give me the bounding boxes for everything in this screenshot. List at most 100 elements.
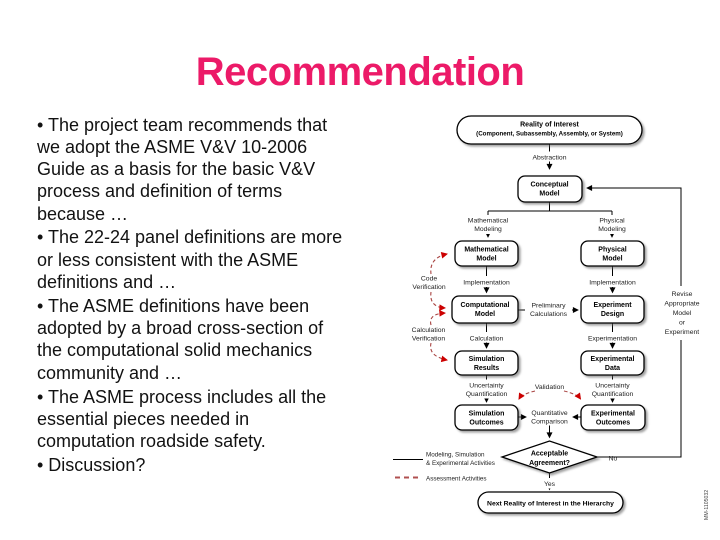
bullet-line: essential pieces needed in [37,408,250,429]
reality-of-interest-sublabel: (Component, Subassembly, Assembly, or Sy… [476,131,623,138]
bullet-line: we adopt the ASME V&V 10-2006 [37,136,308,157]
experimental-data-node [580,350,645,376]
label-bg [586,332,639,343]
conceptual-model-label: Model [539,191,559,198]
label-bg [466,332,507,343]
bullet-line: community and … [37,362,183,383]
bullet-line: • The ASME definitions have been [37,295,310,316]
experiment-design-label: Experiment [593,302,632,309]
reality-of-interest-label: Reality of Interest [520,122,579,129]
bullet-line: computation roadside safety. [37,431,266,452]
physical-model-node [580,240,645,267]
edge-no-loop-lower [595,340,682,458]
decision-label: Agreement? [529,460,570,467]
experimental-data-label: Experimental [591,356,635,363]
calculation-verification-label: Verification [412,336,445,343]
implementation-label: Implementation [463,280,510,287]
abstraction-label: Abstraction [532,155,566,162]
arc-validation-left [518,390,536,400]
computational-model-label: Model [475,311,495,318]
experiment-design-label: Design [601,311,624,318]
simulation-results-label: Results [474,365,499,372]
physical-modeling-label: Physical [599,218,625,225]
mathematical-model-label: Mathematical [464,247,508,254]
experimental-outcomes-label: Experimental [591,411,635,418]
legend-solid-label: & Experimental Activities [426,460,495,467]
bullet-line: or less consistent with the ASME [37,249,299,270]
mathematical-modeling-label: Modeling [474,226,502,233]
bullet-line: adopted by a broad cross-section of [37,318,324,339]
edge-branch [488,202,612,212]
simulation-results-node [454,350,519,376]
physical-model-label: Physical [598,247,626,254]
conceptual-model-label: Conceptual [530,182,568,189]
quantitative-comparison-label: Comparison [531,419,568,426]
page-title: Recommendation [195,50,525,94]
label-bg [531,151,568,162]
label-bg [525,300,572,318]
simulation-outcomes-label: Simulation [469,411,505,418]
revise-label: Appropriate [664,301,699,308]
arc-validation-right [563,390,582,400]
code-verification-label: Code [421,276,437,283]
simulation-outcomes-label: Outcomes [469,420,503,427]
experimentation-label: Experimentation [588,336,637,343]
mathematical-model-label: Model [476,256,496,263]
simulation-results-label: Simulation [469,356,505,363]
implementation-label: Implementation [589,280,636,287]
figure-id-watermark: MM-1105032 [704,490,710,520]
legend-dashed-label: Assessment Activities [426,476,487,483]
next-reality-label: Next Reality of Interest in the Hierarch… [487,501,614,508]
uncertainty-quantification-label: Quantification [592,391,634,398]
label-bg [590,215,634,234]
arc-code-verification-top [430,251,448,275]
bullet-line: because … [37,203,129,224]
uncertainty-quantification-label: Uncertainty [469,383,504,390]
revise-label: Experiment [665,329,699,336]
conceptual-model-node [517,175,583,203]
label-bg [588,276,637,287]
bullet-line: • The 22-24 panel definitions are more [37,227,343,248]
code-verification-label: Verification [412,284,445,291]
bullet-line: • Discussion? [37,454,146,475]
physical-modeling-label: Modeling [598,226,626,233]
preliminary-calculations-label: Preliminary [532,303,567,310]
arc-code-verification-bottom [430,291,446,311]
experiment-design-node [580,295,645,324]
acceptable-agreement-decision [499,440,600,474]
experimental-outcomes-node [580,404,646,431]
uncertainty-quantification-label: Quantification [466,391,508,398]
revise-label: or [679,320,686,327]
revise-label: Model [673,310,692,317]
uncertainty-quantification-label: Uncertainty [595,383,630,390]
bullet-list: • The project team recommends that we ad… [37,112,407,478]
bullet-line: Guide as a basis for the basic V&V [37,159,316,180]
revise-label: Revise [672,291,693,298]
calculation-verification-label: Calculation [412,327,446,334]
bullet-line: process and definition of terms [37,181,283,202]
experimental-data-label: Data [605,365,620,372]
physical-model-label: Model [602,256,622,263]
bullet-line: the computational solid mechanics [37,340,313,361]
label-bg [590,379,635,399]
next-reality-node [477,491,624,514]
computational-model-label: Computational [461,302,510,309]
arc-calculation-verification-bottom [430,342,448,363]
label-bg [466,215,510,234]
vv-flowchart-diagram: Reality of Interest (Component, Subassem… [393,115,710,520]
no-label: No [609,456,618,463]
validation-label: Validation [535,384,565,391]
arc-calculation-verification-top [430,310,446,326]
mathematical-model-node [454,240,519,267]
calculation-label: Calculation [470,336,504,343]
reality-of-interest-node [456,115,643,145]
experimental-outcomes-label: Outcomes [596,420,630,427]
mathematical-modeling-label: Mathematical [468,218,509,225]
label-bg [539,478,560,489]
computational-model-node [451,295,519,324]
legend-solid-label: Modeling, Simulation [426,452,485,459]
yes-label: Yes [544,481,556,488]
bullet-line: definitions and … [37,272,177,293]
bullet-line: • The ASME process includes all the [37,386,327,407]
